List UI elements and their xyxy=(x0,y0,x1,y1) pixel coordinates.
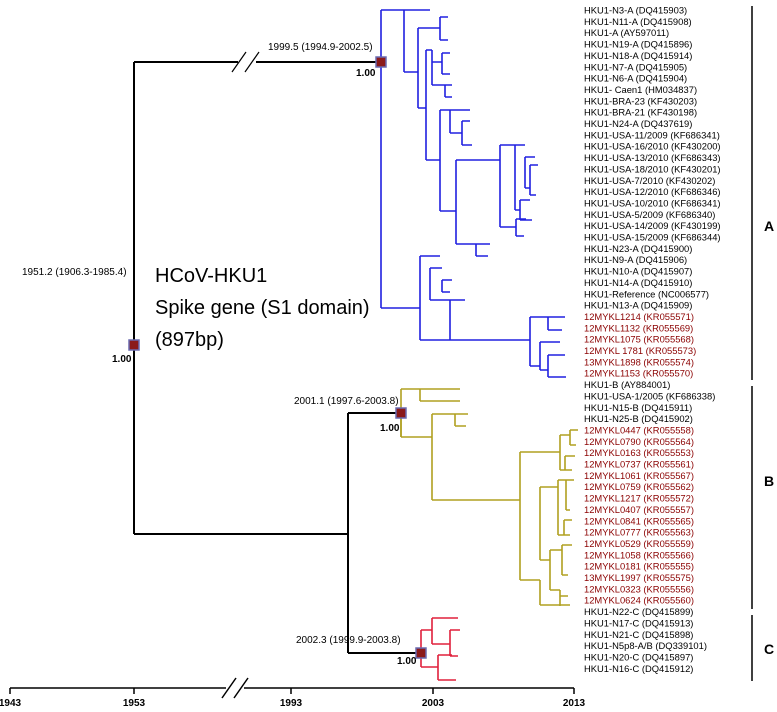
tip-label: 12MYKL0737 (KR055561) xyxy=(584,459,694,470)
cladeA-node-marker xyxy=(375,56,387,68)
tip-label: HKU1-N18-A (DQ415914) xyxy=(584,50,692,61)
root-node-date: 1951.2 (1906.3-1985.4) xyxy=(22,267,127,278)
tip-label: HKU1-N16-C (DQ415912) xyxy=(584,663,693,674)
tip-label: HKU1-N9-A (DQ415906) xyxy=(584,254,687,265)
tip-label: HKU1-N14-A (DQ415910) xyxy=(584,277,692,288)
tip-label: HKU1-USA-11/2009 (KF686341) xyxy=(584,129,720,140)
cladeA-posterior: 1.00 xyxy=(356,68,376,79)
tip-label: HKU1-USA-14/2009 (KF430199) xyxy=(584,220,721,231)
tip-label: 12MYKL0407 (KR055557) xyxy=(584,504,694,515)
tip-label: 12MYKL0841 (KR055565) xyxy=(584,515,694,526)
tip-label: HKU1-N6-A (DQ415904) xyxy=(584,73,687,84)
tip-label: HKU1-N22-C (DQ415899) xyxy=(584,606,693,617)
tip-label: 12MYKL1061 (KR055567) xyxy=(584,470,694,481)
tip-label: HKU1-BRA-23 (KF430203) xyxy=(584,95,697,106)
tip-label: 12MYKL0624 (KR055560) xyxy=(584,595,694,606)
cladeC-posterior: 1.00 xyxy=(397,656,417,667)
axis-tick-label: 2013 xyxy=(563,698,586,709)
tip-label: HKU1-USA-5/2009 (KF686340) xyxy=(584,209,715,220)
tip-label: HKU1-N19-A (DQ415896) xyxy=(584,39,692,50)
cladeB-label: B xyxy=(764,473,774,489)
branch-break-mark xyxy=(231,51,260,73)
tip-label: 12MYKL1132 (KR055569) xyxy=(584,322,693,333)
time-axis xyxy=(10,677,574,699)
tip-label: 12MYKL0181 (KR055555) xyxy=(584,561,694,572)
tip-label: 12MYKL0447 (KR055558) xyxy=(584,424,694,435)
tip-label: HKU1-USA-12/2010 (KF686346) xyxy=(584,186,721,197)
tip-label: 12MYKL0790 (KR055564) xyxy=(584,436,694,447)
tip-label: 12MYKL1153 (KR055570) xyxy=(584,368,693,379)
node-markers xyxy=(128,56,427,659)
cladeA-node-date: 1999.5 (1994.9-2002.5) xyxy=(268,42,373,53)
cladeBC-node-marker xyxy=(395,407,407,419)
tip-label: HKU1-N21-C (DQ415898) xyxy=(584,629,693,640)
cladeBC-posterior: 1.00 xyxy=(380,423,400,434)
tip-label: HKU1-N17-C (DQ415913) xyxy=(584,617,693,628)
tip-label: 12MYKL0529 (KR055559) xyxy=(584,538,694,549)
tip-labels: HKU1-N3-A (DQ415903)HKU1-N11-A (DQ415908… xyxy=(584,5,721,674)
tip-label: HKU1-N23-A (DQ415900) xyxy=(584,243,692,254)
tip-label: HKU1-N11-A (DQ415908) xyxy=(584,16,692,27)
tip-label: 12MYKL1217 (KR055572) xyxy=(584,493,694,504)
tip-label: HKU1-B (AY884001) xyxy=(584,379,670,390)
tip-label: HKU1-N20-C (DQ415897) xyxy=(584,651,693,662)
tip-label: HKU1-N15-B (DQ415911) xyxy=(584,402,692,413)
tip-label: HKU1-USA-16/2010 (KF430200) xyxy=(584,141,721,152)
cladeBC-node-date: 2001.1 (1997.6-2003.8) xyxy=(294,396,399,407)
tip-label: HKU1-USA-18/2010 (KF430201) xyxy=(584,163,721,174)
tip-label: HKU1-Reference (NC006577) xyxy=(584,288,709,299)
tip-label: HKU1-N5p8-A/B (DQ339101) xyxy=(584,640,707,651)
cladeA-label: A xyxy=(764,218,774,234)
root-node-marker xyxy=(128,339,140,351)
tip-label: 12MYKL1075 (KR055568) xyxy=(584,334,694,345)
tip-label: 12MYKL0163 (KR055553) xyxy=(584,447,694,458)
axis-tick-label: 1993 xyxy=(280,698,303,709)
tip-label: 12MYKL0323 (KR055556) xyxy=(584,583,694,594)
axis-tick-label: 1943 xyxy=(0,698,22,709)
axis-break-mark xyxy=(221,677,237,699)
tip-label: HKU1-USA-10/2010 (KF686341) xyxy=(584,197,721,208)
tip-label: 12MYKL0759 (KR055562) xyxy=(584,481,694,492)
tip-label: HKU1-USA-1/2005 (KF686338) xyxy=(584,390,715,401)
tip-label: HKU1-N24-A (DQ437619) xyxy=(584,118,692,129)
tip-label: 12MYKL 1781 (KR055573) xyxy=(584,345,696,356)
cladeC-label: C xyxy=(764,641,774,657)
axis-break-mark xyxy=(233,677,249,699)
tip-label: HKU1-N7-A (DQ415905) xyxy=(584,61,687,72)
root-posterior: 1.00 xyxy=(112,354,132,365)
cladeC-node-date: 2002.3 (1999.9-2003.8) xyxy=(296,635,401,646)
title-line-1: HCoV-HKU1 xyxy=(155,265,267,287)
diagram-title: HCoV-HKU1 Spike gene (S1 domain) (897bp) xyxy=(155,265,370,351)
axis-tick-label: 1953 xyxy=(123,698,146,709)
tip-label: 13MYKL1898 (KR055574) xyxy=(584,356,694,367)
tip-label: HKU1-N13-A (DQ415909) xyxy=(584,300,692,311)
tip-label: HKU1-N3-A (DQ415903) xyxy=(584,5,687,16)
tree-backbone xyxy=(133,61,421,654)
tip-label: HKU1-USA-13/2010 (KF686343) xyxy=(584,152,721,163)
cladeC-node-marker xyxy=(415,647,427,659)
tip-label: 12MYKL1058 (KR055566) xyxy=(584,549,694,560)
axis-tick-label: 2003 xyxy=(422,698,445,709)
title-line-3: (897bp) xyxy=(155,329,224,351)
tip-label: 12MYKL0777 (KR055563) xyxy=(584,527,694,538)
title-line-2: Spike gene (S1 domain) xyxy=(155,297,370,319)
cladeB-subtree xyxy=(400,388,578,606)
axis-ticks: 1943 1953 1993 2003 2013 xyxy=(0,688,586,709)
tip-label: HKU1-USA-15/2009 (KF686344) xyxy=(584,232,721,243)
tip-label: HKU1- Caen1 (HM034837) xyxy=(584,84,697,95)
tip-label: HKU1-USA-7/2010 (KF430202) xyxy=(584,175,715,186)
tip-label: HKU1-A (AY597011) xyxy=(584,27,669,38)
tip-label: 13MYKL1997 (KR055575) xyxy=(584,572,694,583)
tip-label: 12MYKL1214 (KR055571) xyxy=(584,311,694,322)
cladeA-subtree xyxy=(380,9,566,378)
tip-label: HKU1-N25-B (DQ415902) xyxy=(584,413,693,424)
tip-label: HKU1-BRA-21 (KF430198) xyxy=(584,107,697,118)
tip-label: HKU1-N10-A (DQ415907) xyxy=(584,266,692,277)
cladeC-subtree xyxy=(420,617,460,681)
